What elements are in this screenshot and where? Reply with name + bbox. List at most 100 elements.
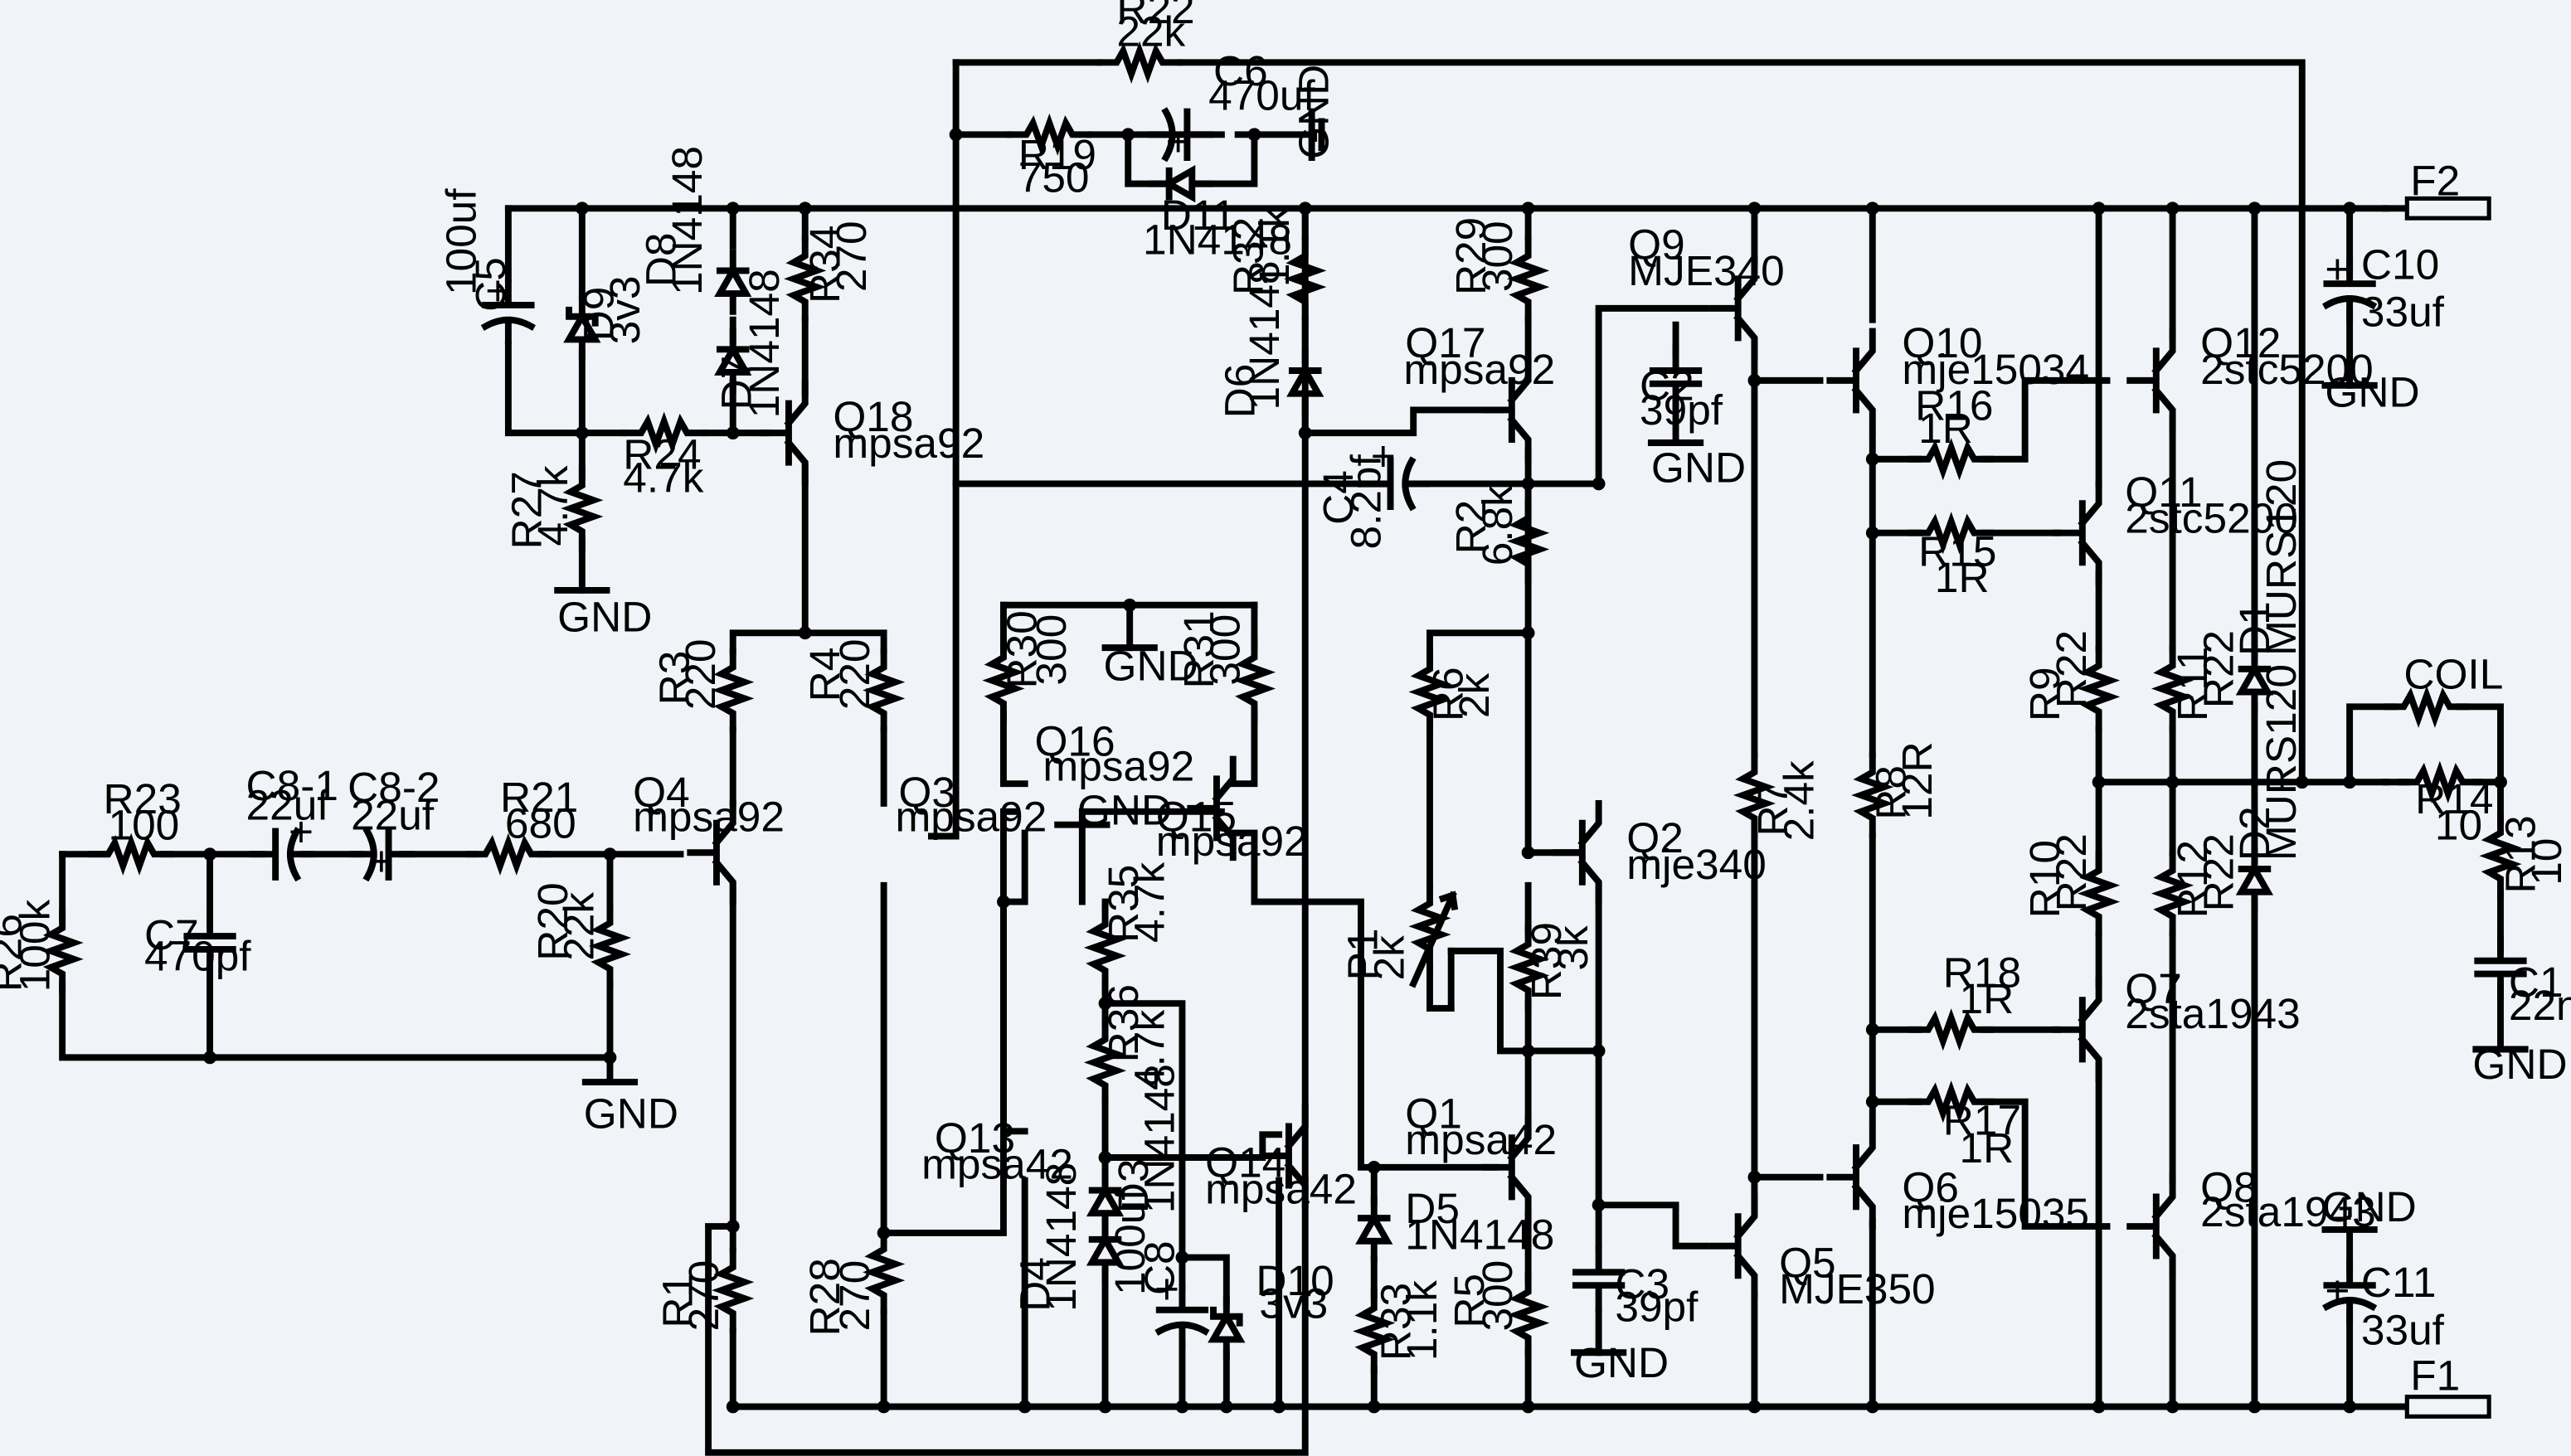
c4-value: 8.2pf bbox=[1342, 454, 1390, 549]
c3-name: C3 bbox=[1615, 1259, 1669, 1308]
d6-value: 1N4148 bbox=[1240, 260, 1288, 410]
q16-value: mpsa92 bbox=[1042, 741, 1194, 789]
r11-value: R22 bbox=[2194, 630, 2243, 708]
plus-c10: + bbox=[2325, 245, 2350, 293]
c11-value: 33uf bbox=[2361, 1305, 2445, 1353]
d4-name: D4 bbox=[1010, 1257, 1058, 1312]
q17-name: Q17 bbox=[1405, 318, 1485, 366]
d8-value: 1N4148 bbox=[663, 146, 711, 295]
r1-value: 270 bbox=[679, 1260, 727, 1332]
r11-name: R11 bbox=[2168, 647, 2216, 721]
r16-name: R16 bbox=[1915, 381, 1993, 429]
d10-value: 3v3 bbox=[1259, 1279, 1328, 1327]
r20-name: R20 bbox=[528, 882, 576, 960]
r8-name: R8 bbox=[1866, 765, 1914, 820]
r10-value: R22 bbox=[2047, 833, 2095, 911]
r32-name: R32 bbox=[1223, 217, 1271, 295]
q9-name: Q9 bbox=[1628, 221, 1685, 269]
q11-value: 2stc5200 bbox=[2125, 494, 2298, 542]
c82-name: C8-2 bbox=[347, 763, 440, 811]
q17-value: mpsa92 bbox=[1403, 345, 1555, 393]
fuse-top-label: F2 bbox=[2410, 156, 2460, 204]
q2-name: Q2 bbox=[1626, 813, 1684, 861]
c81-value: 22uf bbox=[246, 781, 330, 829]
coil-name: COIL bbox=[2403, 650, 2503, 698]
r30-name: R30 bbox=[997, 610, 1045, 688]
c4-name: C4 bbox=[1314, 470, 1362, 525]
r19-name: R19 bbox=[1018, 130, 1096, 178]
q10-name: Q10 bbox=[1902, 318, 1982, 366]
d2-name: D2 bbox=[2230, 806, 2278, 861]
q5-name: Q5 bbox=[1779, 1238, 1836, 1286]
q14-value: mpsa42 bbox=[1205, 1164, 1357, 1212]
r12-value: R22 bbox=[2194, 833, 2243, 911]
d11-value: 1N4148 bbox=[1143, 216, 1292, 264]
r26-value: 100k bbox=[10, 900, 58, 993]
r1-name: R1 bbox=[653, 1274, 701, 1328]
r39-name: R39 bbox=[1522, 922, 1570, 1000]
plus-c82: + bbox=[369, 837, 394, 885]
c7-name: C7 bbox=[144, 910, 199, 959]
r16-value: 1R bbox=[1918, 404, 1973, 452]
r28-value: 270 bbox=[830, 1260, 878, 1332]
r21-name: R21 bbox=[500, 773, 578, 821]
r24-name: R24 bbox=[623, 430, 701, 478]
d5-value: 1N4148 bbox=[1405, 1211, 1554, 1259]
q6-value: mje15035 bbox=[1902, 1189, 2089, 1237]
r39-value: 3k bbox=[1548, 925, 1597, 971]
r13-value: 10 bbox=[2522, 838, 2570, 886]
d7-value: 1N4148 bbox=[740, 269, 788, 418]
r22-name: R22 bbox=[1116, 0, 1194, 32]
r24-value: 4.7k bbox=[623, 453, 703, 501]
d8-name: D8 bbox=[637, 232, 685, 287]
plus-c11: + bbox=[2325, 1266, 2350, 1314]
r27-name: R27 bbox=[502, 471, 550, 549]
c6-value: 470uf bbox=[1208, 71, 1315, 119]
q8-value: 2sta1943 bbox=[2200, 1187, 2375, 1235]
c2-name: C2 bbox=[1640, 362, 1694, 410]
plus-c6: + bbox=[1166, 117, 1191, 165]
plus-c4: + bbox=[1371, 432, 1396, 480]
gnd-label-c3: GND bbox=[1574, 1338, 1669, 1386]
q13-name: Q13 bbox=[935, 1114, 1015, 1162]
gnd-label-c10: GND bbox=[2325, 368, 2419, 416]
q4-name: Q4 bbox=[633, 768, 690, 816]
r3-value: 220 bbox=[676, 639, 724, 711]
r27-value: 4.7k bbox=[528, 465, 576, 546]
r4-value: 220 bbox=[830, 639, 878, 711]
r9-name: R9 bbox=[2020, 667, 2068, 721]
q2-value: mje340 bbox=[1626, 840, 1767, 888]
c8-value: 100uf bbox=[1106, 1188, 1154, 1295]
r13-name: R13 bbox=[2496, 815, 2544, 893]
q3-name: Q3 bbox=[898, 768, 955, 816]
q8-name: Q8 bbox=[2200, 1162, 2258, 1211]
plus-c8: + bbox=[1154, 1264, 1179, 1313]
q13-value: mpsa42 bbox=[921, 1140, 1073, 1188]
d7-name: D7 bbox=[712, 356, 760, 410]
r5-value: 300 bbox=[1473, 1260, 1521, 1332]
q1-name: Q1 bbox=[1405, 1089, 1462, 1137]
c6-name: C6 bbox=[1213, 46, 1268, 95]
d10-name: D10 bbox=[1256, 1256, 1334, 1304]
r21-value: 680 bbox=[505, 798, 576, 847]
q5-value: MJE350 bbox=[1779, 1264, 1936, 1313]
p1-name: P1 bbox=[1339, 929, 1387, 981]
c1-name: C1 bbox=[2509, 958, 2564, 1006]
r10-name: R10 bbox=[2020, 840, 2068, 918]
q10-value: mje15034 bbox=[1902, 345, 2089, 393]
r15-value: 1R bbox=[1935, 553, 1990, 601]
q18-name: Q18 bbox=[833, 392, 913, 440]
r33-name: R33 bbox=[1371, 1283, 1419, 1361]
r34-name: R34 bbox=[800, 226, 848, 303]
q16-name: Q16 bbox=[1035, 717, 1115, 765]
p1-value: 2k bbox=[1364, 935, 1412, 981]
r3-name: R3 bbox=[649, 651, 697, 706]
r9-value: R22 bbox=[2047, 630, 2095, 708]
gnd-label-c6: GND bbox=[1289, 65, 1337, 159]
d9-name: D9 bbox=[574, 287, 622, 342]
c3-value: 39pf bbox=[1615, 1283, 1699, 1331]
symbols bbox=[51, 51, 2529, 1419]
d1-value: MURS120 bbox=[2257, 459, 2305, 656]
junctions bbox=[203, 128, 2507, 1414]
